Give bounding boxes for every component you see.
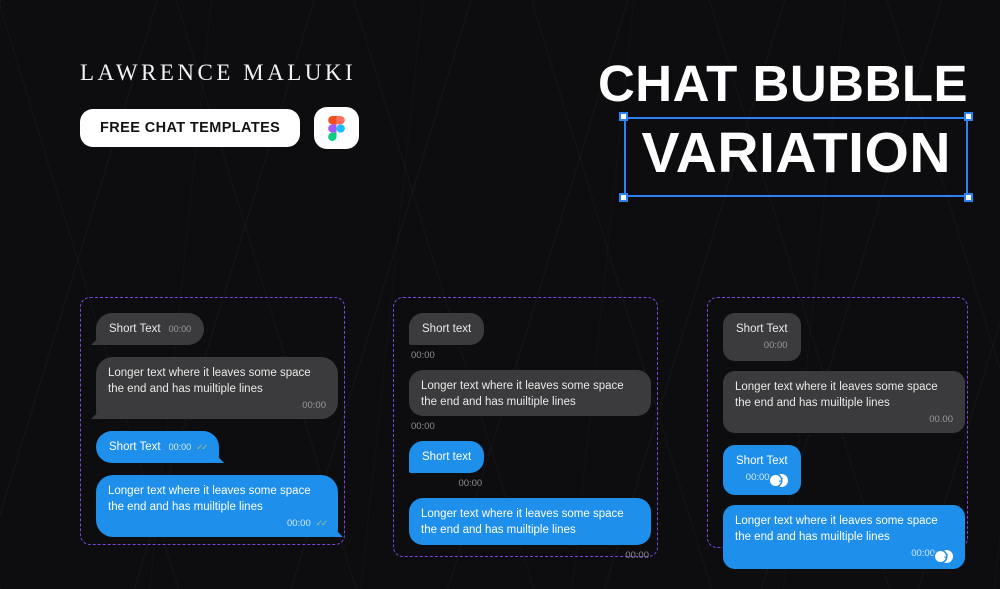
- bubble-text: Longer text where it leaves some space t…: [421, 380, 624, 409]
- timestamp: 00:00: [168, 324, 192, 334]
- outgoing-long-bubble[interactable]: Longer text where it leaves some space t…: [723, 504, 965, 570]
- timestamp: 00.00: [929, 414, 953, 426]
- timestamp: 00:00: [302, 400, 326, 412]
- timestamp: 00:00: [763, 340, 788, 352]
- author-name: LAWRENCE MALUKI: [80, 60, 357, 85]
- timestamp: 00:00: [286, 518, 311, 530]
- chat-group-inside-time[interactable]: Short Text 00:00 Longer text where it le…: [707, 297, 968, 570]
- bubble-text: Longer text where it leaves some space t…: [108, 367, 311, 396]
- incoming-message: Longer text where it leaves some space t…: [409, 370, 651, 432]
- bubble-text: Short Text: [109, 441, 161, 454]
- incoming-message: Short text 00:00: [409, 313, 485, 362]
- free-templates-badge[interactable]: FREE CHAT TEMPLATES: [80, 109, 301, 147]
- bubble-text: Longer text where it leaves some space t…: [421, 508, 624, 537]
- bubble-text: Short Text: [736, 323, 788, 335]
- bubble-text: Longer text where it leaves some space t…: [108, 485, 311, 514]
- selection-handle-bottom-right[interactable]: [964, 192, 973, 202]
- selection-box[interactable]: VARIATION: [619, 112, 973, 202]
- timestamp: 00:00: [168, 442, 192, 453]
- title-line-2-selected[interactable]: VARIATION: [641, 121, 951, 186]
- chat-group-outside-time[interactable]: Short text 00:00 Longer text where it le…: [393, 297, 658, 561]
- outgoing-message: Short text 00:00: [409, 441, 485, 490]
- outgoing-short-bubble[interactable]: Short Text 00:00 ✓✓: [96, 431, 220, 464]
- selection-handle-bottom-left[interactable]: [619, 192, 629, 202]
- selection-handle-top-left[interactable]: [619, 112, 629, 122]
- timestamp: 00:00: [458, 478, 483, 490]
- free-templates-badge-label: FREE CHAT TEMPLATES: [100, 120, 281, 136]
- outgoing-short-bubble[interactable]: Short Text 00:00✓: [723, 444, 801, 495]
- double-check-icon: ✓✓: [315, 518, 328, 529]
- outgoing-message: Longer text where it leaves some space t…: [409, 498, 651, 561]
- figma-icon: [328, 115, 346, 141]
- bubble-text: Longer text where it leaves some space t…: [735, 380, 938, 409]
- figma-logo-tile[interactable]: [314, 107, 360, 149]
- selection-handle-top-right[interactable]: [964, 112, 973, 122]
- incoming-long-bubble[interactable]: Longer text where it leaves some space t…: [96, 357, 338, 420]
- title-line-1: CHAT BUBBLE: [597, 55, 968, 112]
- header: LAWRENCE MALUKI FREE CHAT TEMPLATES: [80, 60, 360, 149]
- incoming-long-bubble[interactable]: Longer text where it leaves some space t…: [409, 370, 651, 417]
- bubble-text: Longer text where it leaves some space t…: [735, 514, 938, 544]
- timestamp: 00:00: [411, 421, 435, 433]
- timestamp: 00:00: [625, 549, 649, 561]
- bubble-text: Short Text: [736, 454, 788, 467]
- chat-group-tailed[interactable]: Short Text 00:00 Longer text where it lea…: [80, 297, 345, 545]
- title-block: CHAT BUBBLE VARIATION: [597, 55, 973, 202]
- incoming-short-bubble[interactable]: Short text: [409, 313, 485, 346]
- incoming-short-bubble[interactable]: Short Text 00:00: [96, 313, 205, 346]
- seen-badge-icon: ✓: [935, 550, 953, 564]
- outgoing-long-bubble[interactable]: Longer text where it leaves some space t…: [96, 475, 338, 538]
- bubble-text: Short Text: [109, 323, 161, 335]
- bubble-text: Short text: [422, 323, 472, 335]
- incoming-short-bubble[interactable]: Short Text 00:00: [723, 313, 801, 361]
- outgoing-short-bubble[interactable]: Short text: [409, 441, 485, 474]
- double-check-icon: ✓✓: [196, 442, 208, 453]
- timestamp: 00:00: [911, 548, 935, 560]
- timestamp: 00:00: [745, 471, 770, 483]
- bubble-text: Short text: [422, 451, 472, 464]
- timestamp: 00:00: [411, 350, 435, 362]
- badge-row: FREE CHAT TEMPLATES: [80, 107, 360, 149]
- incoming-long-bubble[interactable]: Longer text where it leaves some space t…: [723, 370, 965, 433]
- outgoing-long-bubble[interactable]: Longer text where it leaves some space t…: [409, 498, 651, 545]
- seen-badge-icon: ✓: [769, 473, 788, 487]
